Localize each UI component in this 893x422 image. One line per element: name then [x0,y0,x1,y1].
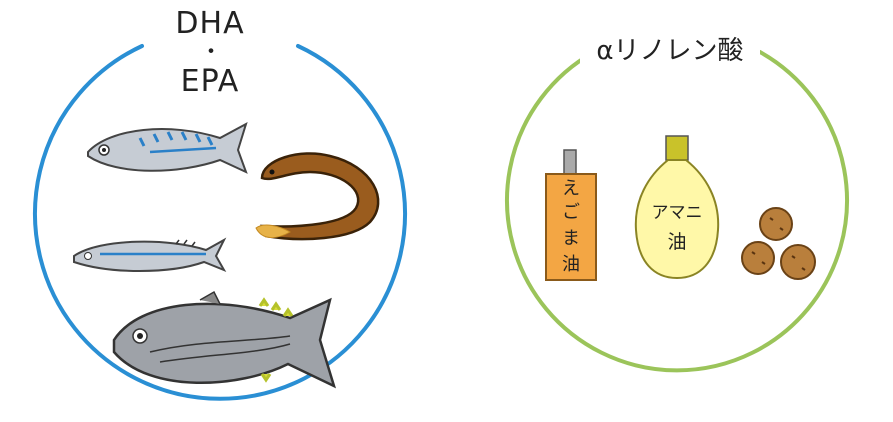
label-separator: ・ [200,40,223,65]
perilla-label-2: ご [562,202,580,223]
dha-label: DHA [175,6,245,41]
right-ring [505,50,849,373]
walnuts-icon [741,207,816,280]
epa-label: EPA [180,64,240,99]
mackerel-icon [87,121,248,174]
perilla-label-4: 油 [562,254,580,275]
perilla-oil-bottle-icon: え ご ま 油 [545,149,597,281]
saury-icon [73,237,227,272]
alpha-linolenic-acid-label: αリノレン酸 [580,30,760,67]
perilla-label-3: ま [562,228,580,249]
flaxseed-label-1: アマニ [652,203,703,223]
left-ring [33,44,407,401]
flaxseed-label-2: 油 [667,231,686,253]
bonito-icon [112,290,337,389]
eel-icon [255,152,380,241]
flaxseed-oil-bottle-icon: アマニ 油 [634,135,720,280]
perilla-label-1: え [562,178,580,199]
